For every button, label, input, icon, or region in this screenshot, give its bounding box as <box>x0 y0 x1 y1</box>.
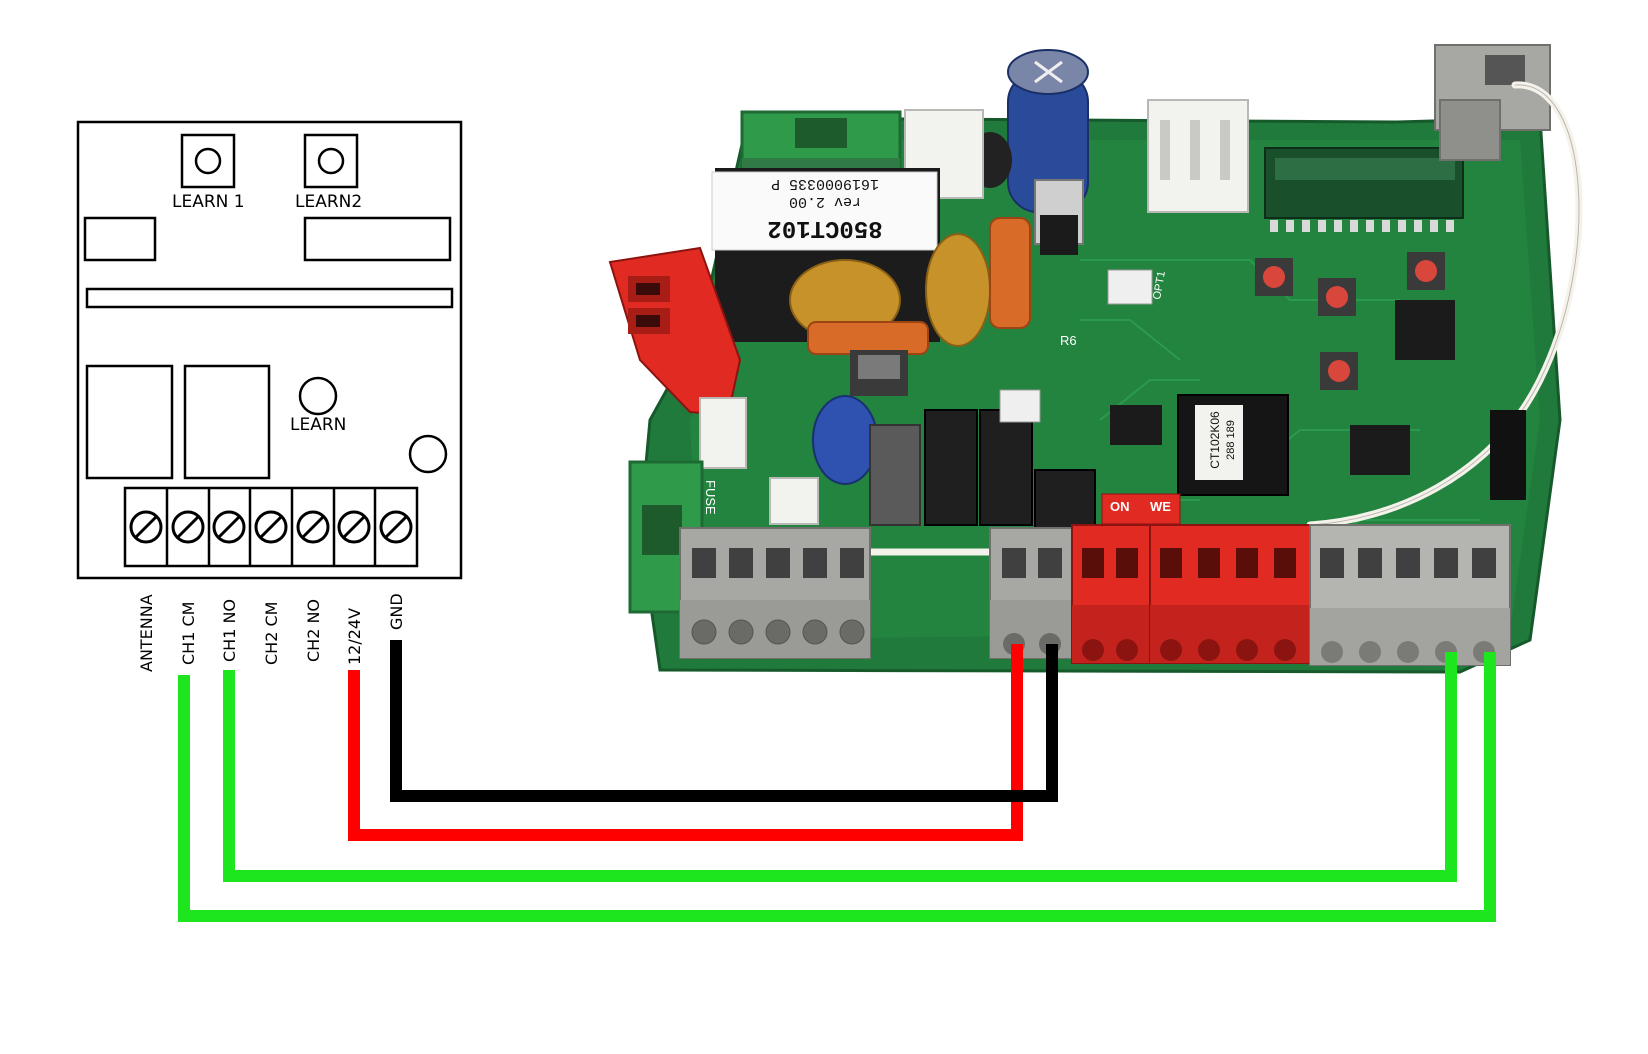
terminal-label-antenna: ANTENNA <box>137 594 156 672</box>
learn2-button <box>303 133 359 189</box>
transformer-label <box>711 171 938 251</box>
fuse-silkscreen: FUSE <box>703 480 718 515</box>
relay-left <box>85 364 174 480</box>
blue-varistor <box>812 395 878 485</box>
controller-board: 850CT102 rev 2.00 1619000335 P OPT1 R6 <box>608 44 1583 674</box>
dip-on-label: ON <box>1110 499 1130 514</box>
wire-green-ch1-cm <box>178 652 1496 922</box>
mounting-hole <box>408 434 448 474</box>
component-right <box>303 216 452 262</box>
wires <box>178 640 1496 922</box>
white-connector-mid <box>699 397 747 469</box>
terminal-label-ch1-no: CH1 NO <box>220 599 239 662</box>
terminal-dividers <box>165 488 377 566</box>
receiver-outline <box>76 120 463 580</box>
learn-led <box>298 376 338 416</box>
screw-12-24v <box>337 510 371 544</box>
pin-header-right <box>1490 410 1526 500</box>
screw-antenna <box>129 510 163 544</box>
tact-buttons <box>1255 252 1445 390</box>
terminal-label-ch1-cm: CH1 CM <box>179 602 198 665</box>
small-opto <box>999 389 1041 423</box>
learn2-button-cap <box>317 147 345 175</box>
screw-terminals <box>129 510 413 544</box>
receiver-module <box>76 120 463 580</box>
screw-ch2-cm <box>254 510 288 544</box>
terminal-block-grey-right <box>1309 524 1511 666</box>
relay-3 <box>979 409 1033 526</box>
opt1-silkscreen: OPT1 <box>1151 270 1168 300</box>
r6-silkscreen: R6 <box>1060 333 1077 348</box>
screw-ch1-cm <box>171 510 205 544</box>
terminal-labels: ANTENNA CH1 CM CH1 NO CH2 CM CH2 NO 12/2… <box>137 593 406 672</box>
dip-switch: ON WE <box>1101 493 1181 525</box>
terminal-block-grey-left <box>679 527 871 659</box>
terminal-label-ch2-cm: CH2 CM <box>262 602 281 665</box>
microcontroller: CT102K06 288 189 <box>1177 394 1289 496</box>
box-capacitor <box>989 217 1031 329</box>
disc-capacitor-2 <box>925 233 991 347</box>
display-pins <box>1270 220 1454 232</box>
component-left <box>83 216 157 262</box>
terminal-block-grey-power <box>989 527 1073 659</box>
learn1-label: LEARN 1 <box>172 192 245 212</box>
learn2-label: LEARN2 <box>295 192 362 212</box>
chip-label-1: CT102K06 <box>1208 411 1222 469</box>
relay-1 <box>869 424 921 526</box>
model-label: 850CT102 <box>767 214 882 241</box>
relay-4 <box>1034 469 1096 531</box>
terminal-block-red-4 <box>1149 524 1311 664</box>
white-connector-low <box>769 477 819 525</box>
screw-ch2-no <box>296 510 330 544</box>
learn1-button <box>180 133 236 189</box>
screw-gnd <box>379 510 413 544</box>
terminal-label-12-24v: 12/24V <box>345 608 364 665</box>
dip-we-label: WE <box>1150 499 1171 514</box>
ic-dip-left <box>1110 405 1162 445</box>
part-number-label: 1619000335 P <box>771 175 879 192</box>
optocoupler <box>1107 269 1153 305</box>
wire-green-ch1-no <box>223 652 1457 882</box>
ic-smd-top <box>1395 300 1455 360</box>
terminal-label-gnd: GND <box>387 593 406 630</box>
terminal-label-ch2-no: CH2 NO <box>304 599 323 662</box>
receiver-terminal-strip <box>123 486 419 568</box>
chip-label-2: 288 189 <box>1225 420 1237 460</box>
electrolytic-capacitor <box>1007 49 1089 213</box>
relay-right <box>183 364 271 480</box>
film-capacitor <box>807 321 929 355</box>
rev-label: rev 2.00 <box>789 193 861 210</box>
learn1-button-cap <box>194 147 222 175</box>
ic-smd-right <box>1350 425 1410 475</box>
terminal-block-red-2 <box>1071 524 1151 664</box>
component-strip <box>85 287 454 309</box>
learn-label: LEARN <box>290 415 346 435</box>
wire-red-12-24v <box>348 644 1023 841</box>
wire-black-gnd <box>390 640 1058 802</box>
relay-2 <box>924 409 978 526</box>
screw-ch1-no <box>212 510 246 544</box>
